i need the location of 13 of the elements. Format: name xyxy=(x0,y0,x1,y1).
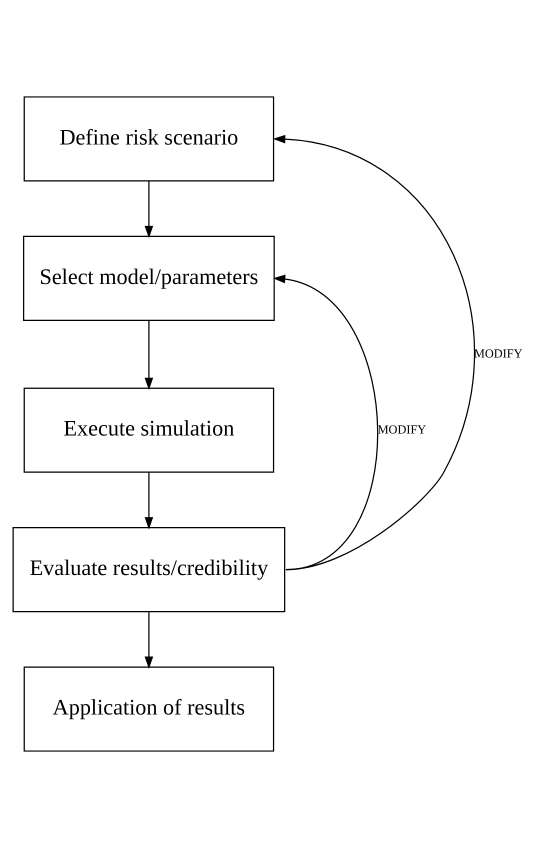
node-box: Define risk scenario xyxy=(24,96,274,182)
arrow xyxy=(144,320,154,390)
arrow xyxy=(144,612,154,669)
edge-label: MODIFY xyxy=(474,346,522,360)
arrow xyxy=(272,134,475,570)
node-box: Application of results xyxy=(24,666,274,752)
node-box: Execute simulation xyxy=(24,388,274,473)
node-box: Select model/parameters xyxy=(23,236,275,321)
edge-label: MODIFY xyxy=(378,422,426,436)
arrow xyxy=(144,472,154,530)
node-box: Evaluate results/credibility xyxy=(12,527,286,612)
arrow xyxy=(144,180,154,238)
arrow xyxy=(272,274,378,570)
